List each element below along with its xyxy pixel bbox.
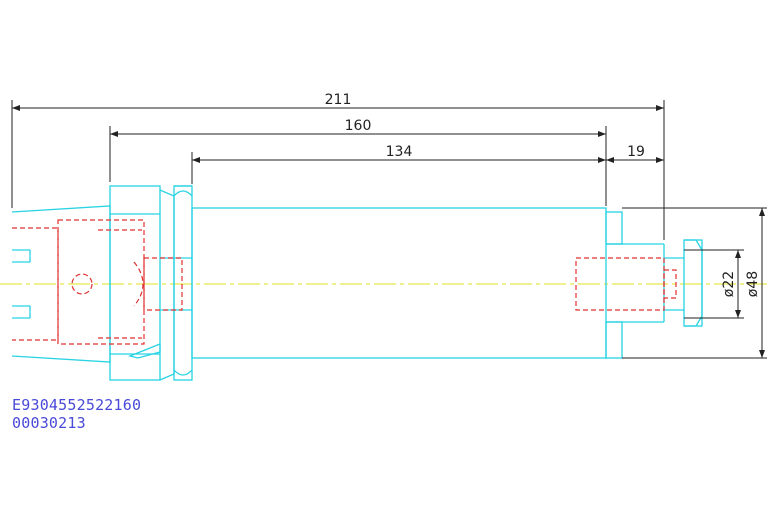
dim-tip-label: 19 [627, 144, 645, 160]
dim-large-diameter-label: ø48 [745, 271, 761, 297]
dim-small-diameter-label: ø22 [721, 271, 737, 297]
hidden-lines [12, 219, 677, 345]
dim-body-label: 160 [345, 118, 372, 134]
part-number: E9304552522160 [12, 396, 142, 414]
dimension-lines [11, 100, 767, 359]
dim-shank-label: 134 [386, 144, 413, 160]
sub-code: 00030213 [12, 414, 86, 432]
dim-overall-label: 211 [325, 92, 352, 108]
tool-outline [11, 185, 703, 381]
